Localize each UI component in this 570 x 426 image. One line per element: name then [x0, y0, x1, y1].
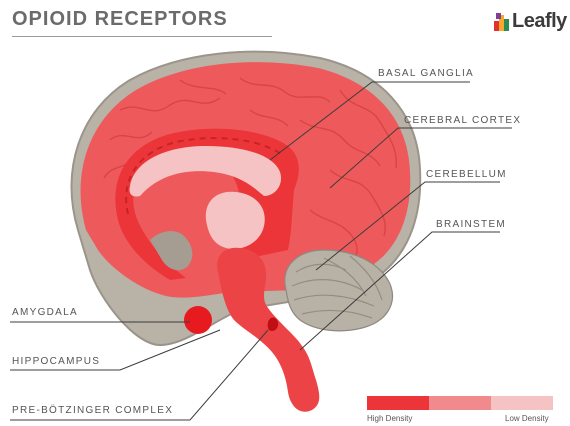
label-pre-botzinger: PRE-BÖTZINGER COMPLEX	[12, 404, 173, 416]
title-divider	[12, 36, 272, 37]
legend-swatch-medium	[429, 396, 491, 410]
leafly-logo: Leafly	[494, 10, 567, 33]
page-title: OPIOID RECEPTORS	[12, 8, 228, 31]
label-amygdala: AMYGDALA	[12, 307, 78, 318]
leafly-wordmark: Leafly	[512, 10, 567, 33]
legend-low-label: Low Density	[505, 414, 549, 423]
label-brainstem: BRAINSTEM	[436, 219, 506, 230]
legend-swatch-low	[491, 396, 553, 410]
amygdala	[184, 306, 212, 334]
label-hippocampus: HIPPOCAMPUS	[12, 356, 100, 367]
label-basal-ganglia: BASAL GANGLIA	[378, 68, 474, 79]
legend-swatch-high	[367, 396, 429, 410]
label-cerebral-cortex: CEREBRAL CORTEX	[404, 115, 521, 126]
label-cerebellum: CEREBELLUM	[426, 169, 507, 180]
leafly-logo-icon	[494, 13, 512, 31]
legend-high-label: High Density	[367, 414, 412, 423]
